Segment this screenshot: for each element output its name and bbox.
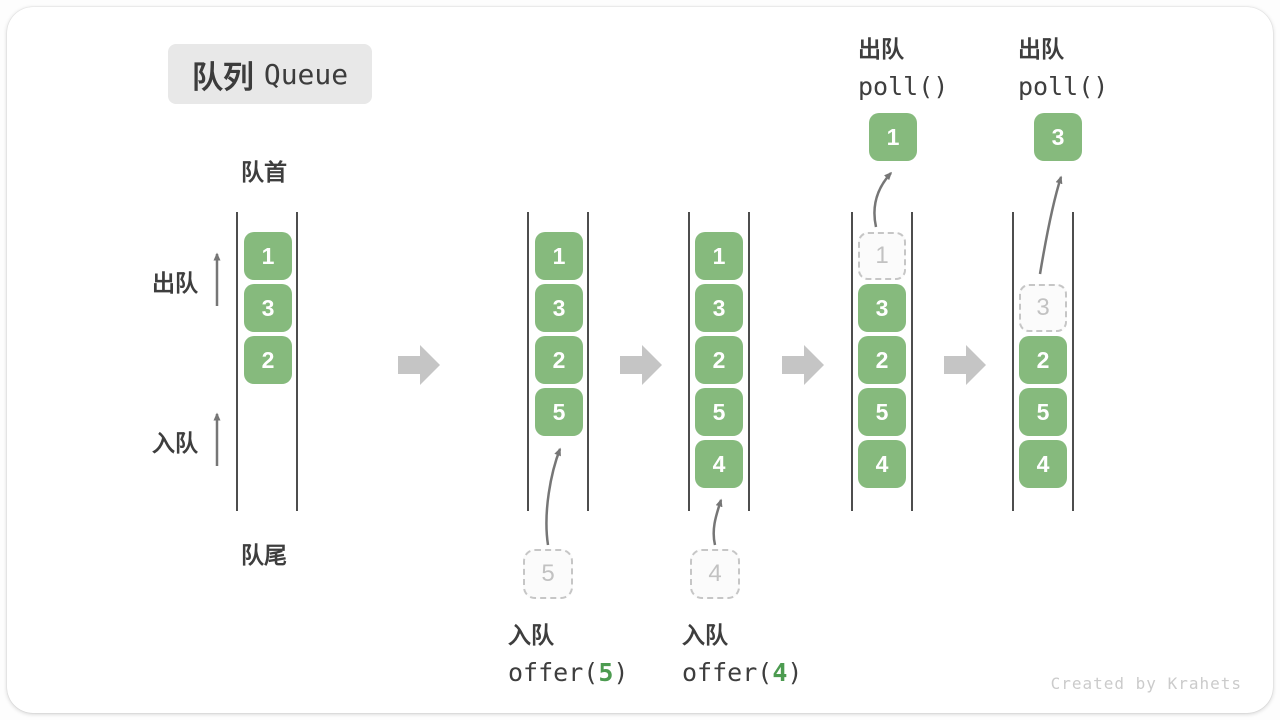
- queue-item: 2: [244, 336, 292, 384]
- queue-item: 5: [695, 388, 743, 436]
- queue-item: 3: [695, 284, 743, 332]
- queue-item: 3: [858, 284, 906, 332]
- dequeue-side-label: 出队: [152, 270, 198, 296]
- code-close: ): [787, 658, 803, 687]
- code-fn: offer(: [508, 658, 599, 687]
- code-fn: offer(: [682, 658, 773, 687]
- queue-item: 2: [858, 336, 906, 384]
- dequeued-slot-ghost: 3: [1019, 284, 1067, 332]
- queue-item: 2: [535, 336, 583, 384]
- dequeue-op-label: 出队: [858, 36, 904, 62]
- queue-item: 1: [244, 232, 292, 280]
- queue-item: 4: [858, 440, 906, 488]
- diagram-title: 队列 Queue: [168, 44, 372, 104]
- queue-container-5: [1012, 212, 1074, 511]
- poll-code: poll(): [1018, 72, 1109, 101]
- queue-item: 4: [1019, 440, 1067, 488]
- watermark: Created by Krahets: [1050, 674, 1242, 693]
- operation-label-poll-3: 出队 poll(): [1018, 30, 1108, 101]
- queue-item: 1: [695, 232, 743, 280]
- code-arg: 4: [772, 658, 788, 687]
- queue-item: 5: [858, 388, 906, 436]
- enqueue-side-label: 入队: [152, 430, 198, 456]
- queue-container-2: [527, 212, 589, 511]
- title-zh: 队列: [191, 59, 254, 95]
- queue-item: 4: [695, 440, 743, 488]
- queue-front-label: 队首: [241, 159, 287, 185]
- code-arg: 5: [598, 658, 614, 687]
- queue-container-3: [688, 212, 750, 511]
- operation-label-offer-4: 入队 offer(4): [682, 616, 802, 687]
- queue-item: 3: [535, 284, 583, 332]
- enqueue-op-label: 入队: [508, 622, 554, 648]
- poll-code: poll(): [858, 72, 949, 101]
- queue-item: 5: [1019, 388, 1067, 436]
- title-en: Queue: [263, 57, 349, 91]
- incoming-item-ghost: 5: [523, 549, 573, 599]
- offer-4-code: offer(4): [682, 658, 802, 687]
- polled-item: 1: [869, 113, 917, 161]
- offer-5-code: offer(5): [508, 658, 628, 687]
- queue-item: 5: [535, 388, 583, 436]
- diagram-card: [7, 7, 1273, 713]
- polled-item: 3: [1034, 113, 1082, 161]
- queue-container-1: [236, 212, 298, 511]
- enqueue-op-label: 入队: [682, 622, 728, 648]
- dequeue-op-label: 出队: [1018, 36, 1064, 62]
- incoming-item-ghost: 4: [690, 549, 740, 599]
- operation-label-poll-1: 出队 poll(): [858, 30, 948, 101]
- queue-container-4: [851, 212, 913, 511]
- code-close: ): [613, 658, 629, 687]
- queue-rear-label: 队尾: [241, 542, 287, 568]
- queue-item: 2: [695, 336, 743, 384]
- queue-item: 1: [535, 232, 583, 280]
- operation-label-offer-5: 入队 offer(5): [508, 616, 628, 687]
- queue-item: 2: [1019, 336, 1067, 384]
- dequeued-slot-ghost: 1: [858, 232, 906, 280]
- queue-item: 3: [244, 284, 292, 332]
